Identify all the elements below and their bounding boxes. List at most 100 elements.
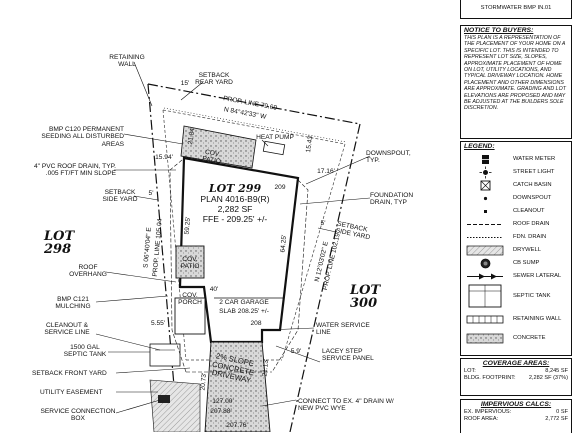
legend-label: CB SUMP [513,260,540,266]
legend-row: STREET LIGHT [461,166,571,179]
legend-row: CATCH BASIN [461,179,571,192]
impervious-box: IMPERVIOUS CALCS: EX. IMPERVIOUS: 0 SF R… [460,399,572,433]
dim-207-76: 207.76' [226,422,248,429]
garage-slab-label: SLAB 208.25' +/- [219,308,269,315]
coverage-value: 2,282 SF (37%) [528,375,568,381]
legend-label: WATER METER [513,156,556,162]
downspout-icon [483,196,488,201]
callout-setback-rear: SETBACK REAR YARD [195,72,233,87]
catch-basin-icon [480,180,491,191]
dim-127-00: 127.00' [212,398,234,405]
legend-box: LEGEND: WATER METER STREET LIGHT CATCH B… [460,141,572,356]
coverage-label: BLDG. FOOTPRINT: [464,375,516,381]
roof-drain-lines [169,159,309,373]
callout-downspout: DOWNSPOUT, TYP. [366,150,411,165]
callout-setback-front: SETBACK FRONT YARD [32,370,107,377]
coverage-row: LOT: 8,245 SF [461,368,571,375]
lot-298-label: LOT 298 [44,229,75,257]
plan-number: PLAN 4016-B9(R) [200,194,270,204]
silt-marks [163,107,347,143]
legend-row: DOWNSPOUT [461,192,571,205]
dim-207-88: 207.88' [210,408,232,415]
callout-retaining-wall: RETAINING WALL [109,54,145,69]
legend-row: RETAINING WALL [461,313,571,331]
callout-setback-side-left: SETBACK SIDE YARD [102,189,138,204]
callout-roof-overhang: ROOF OVERHANG [69,264,107,279]
legend-label: CLEANOUT [513,208,545,214]
driveway [204,341,271,432]
retaining-wall-icon [466,315,504,324]
callout-water-service: WATER SERVICE LINE [316,322,370,337]
water-meter-icon [482,155,489,164]
coverage-row: BLDG. FOOTPRINT: 2,282 SF (37%) [461,375,571,382]
dim-5-a: 5' [148,190,154,197]
legend-label: FDN. DRAIN [513,234,547,240]
dim-5-b: 5' [320,220,326,227]
service-box-shape [158,395,170,403]
legend-label: SEPTIC TANK [513,293,551,299]
callout-cleanout: CLEANOUT & SERVICE LINE [44,322,90,337]
legend-row: CLEANOUT [461,205,571,218]
legend-label: DOWNSPOUT [513,195,552,201]
callout-foundation-drain: FOUNDATION DRAIN, TYP [370,192,414,207]
info-panel: STORMWATER BMP IN.01 NOTICE TO BUYERS: T… [456,0,576,433]
cleanout-icon [484,210,487,213]
finished-floor-elevation: FFE - 209.25' +/- [202,214,268,224]
impervious-row: EX. IMPERVIOUS: 0 SF [461,409,571,416]
legend-row: ROOF DRAIN [461,218,571,231]
dim-209: 209 [274,184,286,191]
legend-row: SEPTIC TANK [461,283,571,311]
notice-text: THIS PLAN IS A REPRESENTATION OF THE PLA… [464,35,566,112]
callout-septic-tank: 1500 GAL SEPTIC TANK [63,344,107,359]
coverage-box: COVERAGE AREAS: LOT: 8,245 SF BLDG. FOOT… [460,358,572,396]
callout-bmp-c120: BMP C120 PERMANENT SEEDING ALL DISTURBED… [41,126,124,148]
lot-area: 2,282 SF [217,204,253,214]
legend-row: DRYWELL [461,244,571,257]
callout-utility-easement: UTILITY EASEMENT [40,389,103,396]
impervious-value: 0 SF [556,409,568,415]
callout-service-box: SERVICE CONNECTION BOX [40,408,116,423]
legend-label: CONCRETE [513,335,546,341]
leader-lines [95,61,371,414]
impervious-label: ROOF AREA: [464,416,499,422]
dim-5-55: 5.55' [150,320,166,327]
garage-label: 2 CAR GARAGE [219,299,269,306]
notice-box: NOTICE TO BUYERS: THIS PLAN IS A REPRESE… [460,25,572,139]
property-boundary [147,83,361,432]
callout-lacey-step: LACEY STEP SERVICE PANEL [322,348,374,363]
legend-row: CB SUMP [461,257,571,270]
drywell-icon [466,245,504,256]
street-light-icon [479,166,492,179]
cov-patio-mid-label: COV. PATIO [180,256,200,271]
sewer-lateral-icon [467,273,503,280]
legend-row: WATER METER [461,153,571,166]
dim-17-16: 17.16' [317,168,335,175]
legend-label: SEWER LATERAL [513,273,562,279]
roof-drain-icon [467,224,503,225]
notice-title: NOTICE TO BUYERS: [464,27,534,34]
legend-label: ROOF DRAIN [513,221,550,227]
impervious-label: EX. IMPERVIOUS: [464,409,512,415]
legend-title: LEGEND: [464,143,495,150]
cov-porch-label: COV. PORCH [178,292,202,307]
cb-sump-icon [480,258,491,269]
coverage-value: 8,245 SF [545,368,568,374]
coverage-title: COVERAGE AREAS: [482,360,550,367]
legend-row: FDN. DRAIN [461,231,571,244]
rear-patio [180,125,257,169]
concrete-icon [466,333,504,344]
dim-15-94: 15.94' [155,154,173,161]
callout-connect-drain: CONNECT TO EX. 4" DRAIN W/ NEW PVC WYE [298,398,394,413]
lot-info: LOT 299 PLAN 4016-B9(R) 2,282 SF FFE - 2… [190,183,280,224]
septic-tank-shape [149,343,181,367]
utility-easement-shape [149,379,201,432]
impervious-title: IMPERVIOUS CALCS: [480,401,552,408]
legend-label: STREET LIGHT [513,169,555,175]
callout-pvc-roof-drain: 4" PVC ROOF DRAIN, TYP. .005 FT/FT MIN S… [34,163,116,178]
legend-row: CONCRETE [461,332,571,348]
legend-label: RETAINING WALL [513,316,562,322]
dim-rear-setback: 15' [180,80,190,87]
dim-5-9: 5.9' [290,348,302,355]
